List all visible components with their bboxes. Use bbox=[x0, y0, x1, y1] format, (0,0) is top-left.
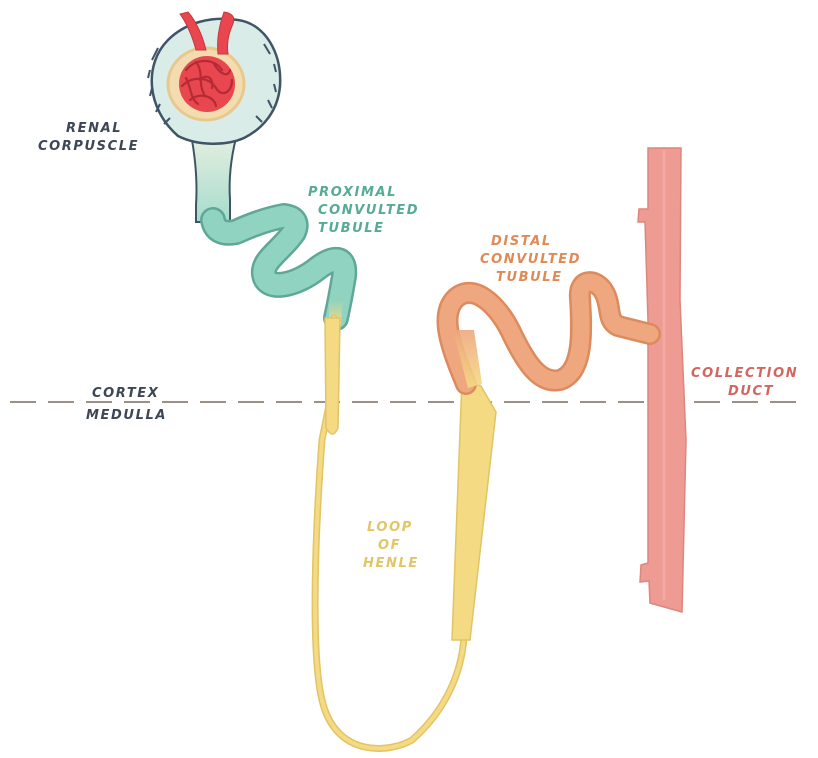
svg-text:RENAL: RENAL bbox=[66, 121, 122, 136]
distal-convoluted-tubule bbox=[447, 282, 650, 388]
collection-duct bbox=[638, 148, 686, 612]
svg-text:TUBULE: TUBULE bbox=[496, 270, 563, 285]
label-cortex: CORTEX bbox=[92, 386, 159, 401]
svg-text:PROXIMAL: PROXIMAL bbox=[308, 185, 397, 200]
label-proximal-convoluted-tubule: PROXIMAL CONVULTED TUBULE bbox=[308, 185, 419, 236]
renal-corpuscle bbox=[148, 12, 280, 144]
svg-text:DUCT: DUCT bbox=[728, 384, 774, 399]
label-loop-of-henle: LOOP OF HENLE bbox=[363, 520, 419, 571]
svg-text:HENLE: HENLE bbox=[363, 556, 419, 571]
svg-text:DISTAL: DISTAL bbox=[491, 234, 552, 249]
svg-text:TUBULE: TUBULE bbox=[318, 221, 385, 236]
label-medulla: MEDULLA bbox=[86, 408, 167, 423]
svg-text:CONVULTED: CONVULTED bbox=[318, 203, 419, 218]
svg-text:CORPUSCLE: CORPUSCLE bbox=[38, 139, 139, 154]
glomerulus bbox=[179, 56, 235, 112]
svg-text:COLLECTION: COLLECTION bbox=[691, 366, 798, 381]
label-distal-convoluted-tubule: DISTAL CONVULTED TUBULE bbox=[480, 234, 581, 285]
label-collection-duct: COLLECTION DUCT bbox=[691, 366, 798, 399]
label-renal-corpuscle: RENAL CORPUSCLE bbox=[38, 121, 139, 154]
svg-text:LOOP: LOOP bbox=[367, 520, 413, 535]
svg-text:OF: OF bbox=[378, 538, 401, 553]
svg-text:CONVULTED: CONVULTED bbox=[480, 252, 581, 267]
